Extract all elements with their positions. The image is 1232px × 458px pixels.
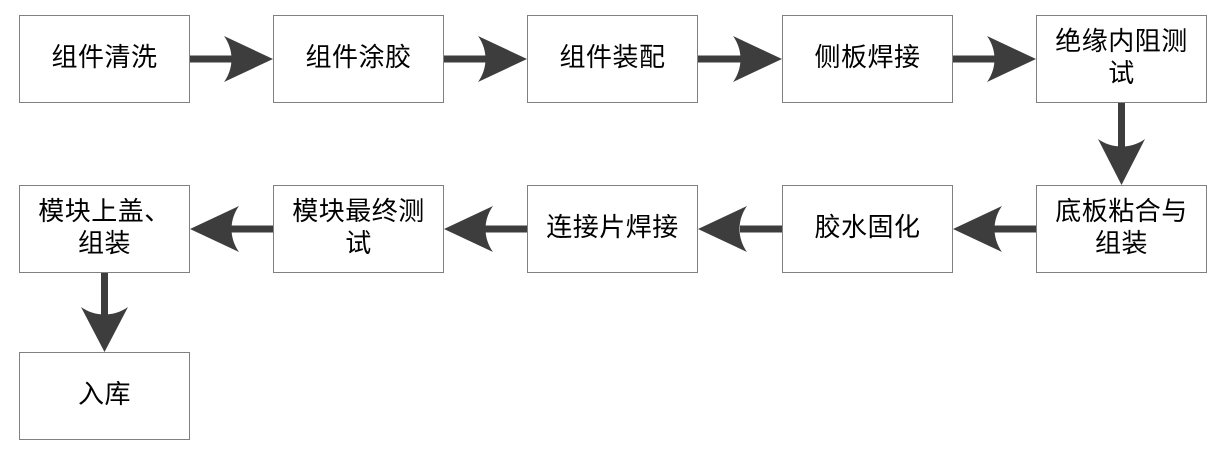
process-node-lianjiepianhanjie[interactable]: 连接片焊接: [527, 185, 698, 273]
edge-arrow-down: [1098, 103, 1145, 185]
node-label: 入库: [77, 380, 131, 411]
edge-arrow-left: [190, 206, 273, 252]
edge-arrow-left: [698, 206, 782, 252]
edge-arrow-right: [698, 36, 782, 82]
process-node-cebanhanjie[interactable]: 侧板焊接: [782, 15, 953, 103]
process-node-mokuaizuizhongceshi[interactable]: 模块最终测试: [273, 185, 444, 273]
edge-arrow-right: [444, 36, 527, 82]
node-label: 连接片焊接: [546, 213, 679, 244]
node-label: 组件涂胶: [305, 43, 412, 74]
edge-arrow-right: [190, 36, 273, 82]
node-label: 组件装配: [559, 43, 666, 74]
edge-arrow-down: [81, 273, 128, 352]
process-node-jiaoshuiguhua[interactable]: 胶水固化: [782, 185, 953, 273]
edge-arrow-right: [953, 36, 1036, 82]
process-node-zujianzhuangpei[interactable]: 组件装配: [527, 15, 698, 103]
process-node-zujianqingxi[interactable]: 组件清洗: [19, 15, 190, 103]
node-label: 胶水固化: [814, 213, 921, 244]
edge-arrow-left: [953, 206, 1036, 252]
node-label: 底板粘合与组装: [1055, 197, 1188, 259]
node-label: 模块上盖、组装: [38, 197, 171, 259]
node-label: 绝缘内阻测试: [1055, 27, 1188, 89]
process-node-jueyuanneizuceshi[interactable]: 绝缘内阻测试: [1036, 15, 1207, 103]
edge-arrow-left: [444, 206, 527, 252]
node-label: 侧板焊接: [814, 43, 921, 74]
node-label: 模块最终测试: [292, 197, 425, 259]
process-node-ruku[interactable]: 入库: [19, 352, 190, 440]
process-node-dibanzhanhejyuzuzhuang[interactable]: 底板粘合与组装: [1036, 185, 1207, 273]
process-node-zujiantujiao[interactable]: 组件涂胶: [273, 15, 444, 103]
process-node-mokuaishanggaizuzhuang[interactable]: 模块上盖、组装: [19, 185, 190, 273]
node-label: 组件清洗: [51, 43, 158, 74]
